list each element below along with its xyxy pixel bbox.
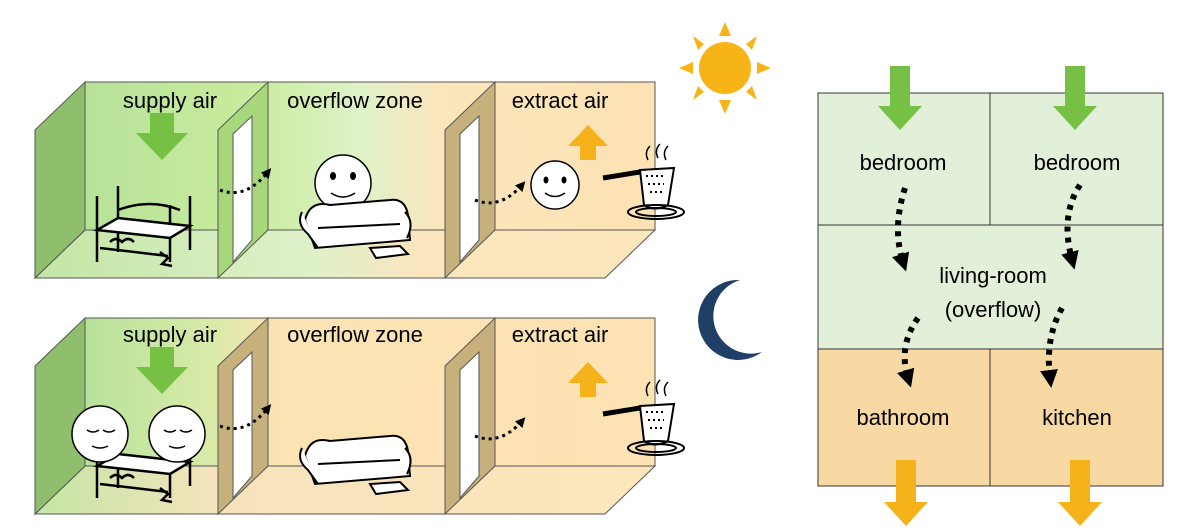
night-overflow-label: overflow zone	[287, 322, 423, 347]
night-cooking-pot-icon	[602, 379, 685, 456]
day-overflow-label: overflow zone	[287, 88, 423, 113]
day-sofa-icon	[299, 198, 412, 260]
day-flow-arrow-1	[219, 168, 272, 195]
room-label-bedroom-right: bedroom	[1034, 150, 1121, 175]
night-sofa-icon	[299, 434, 412, 496]
sleeping-face-icon	[71, 405, 129, 463]
night-door-1	[232, 350, 253, 500]
day-cooking-pot-icon	[602, 143, 685, 220]
day-door-2	[459, 114, 480, 264]
room-label-kitchen: kitchen	[1042, 405, 1112, 430]
day-left-wall	[34, 80, 86, 280]
day-scene: supply air overflow zone extract air	[33, 22, 771, 280]
bedroom-left-supply-arrow-icon	[878, 66, 922, 130]
day-supply-label: supply air	[123, 88, 217, 113]
moon-icon	[698, 279, 762, 360]
bedroom-right-supply-arrow-icon	[1053, 66, 1097, 130]
bathroom-extract-arrow-icon	[884, 460, 928, 526]
night-scene: supply air overflow zone extract air	[33, 279, 762, 516]
flow-arrow-living-to-bathroom	[897, 316, 921, 388]
sleeping-face-icon-2	[148, 405, 206, 463]
day-extract-arrow-icon	[568, 125, 608, 160]
day-person-face-icon-2	[530, 160, 580, 210]
kitchen-extract-arrow-icon	[1058, 460, 1102, 526]
flow-arrow-bedroom-right-to-living	[1061, 183, 1083, 270]
living-room-zone	[817, 224, 1164, 350]
floor-plan: bedroom bedroom living-room (overflow) b…	[817, 66, 1164, 526]
night-flow-arrow-1	[219, 404, 272, 431]
night-left-wall	[34, 316, 86, 516]
night-extract-label: extract air	[512, 322, 609, 347]
room-label-bathroom: bathroom	[857, 405, 950, 430]
night-supply-arrow-icon	[136, 347, 188, 394]
room-label-overflow: (overflow)	[945, 297, 1042, 322]
flow-arrow-living-to-kitchen	[1040, 306, 1065, 388]
night-door-2	[459, 350, 480, 500]
day-bed-icon	[93, 186, 194, 268]
room-label-bedroom-left: bedroom	[860, 150, 947, 175]
room-label-living-room: living-room	[939, 263, 1047, 288]
sun-icon	[679, 22, 771, 114]
night-supply-label: supply air	[123, 322, 217, 347]
day-door-1	[232, 114, 253, 264]
flow-arrow-bedroom-left-to-living	[891, 187, 910, 272]
day-extract-label: extract air	[512, 88, 609, 113]
night-extract-arrow-icon	[568, 362, 608, 397]
day-supply-arrow-icon	[136, 113, 188, 160]
